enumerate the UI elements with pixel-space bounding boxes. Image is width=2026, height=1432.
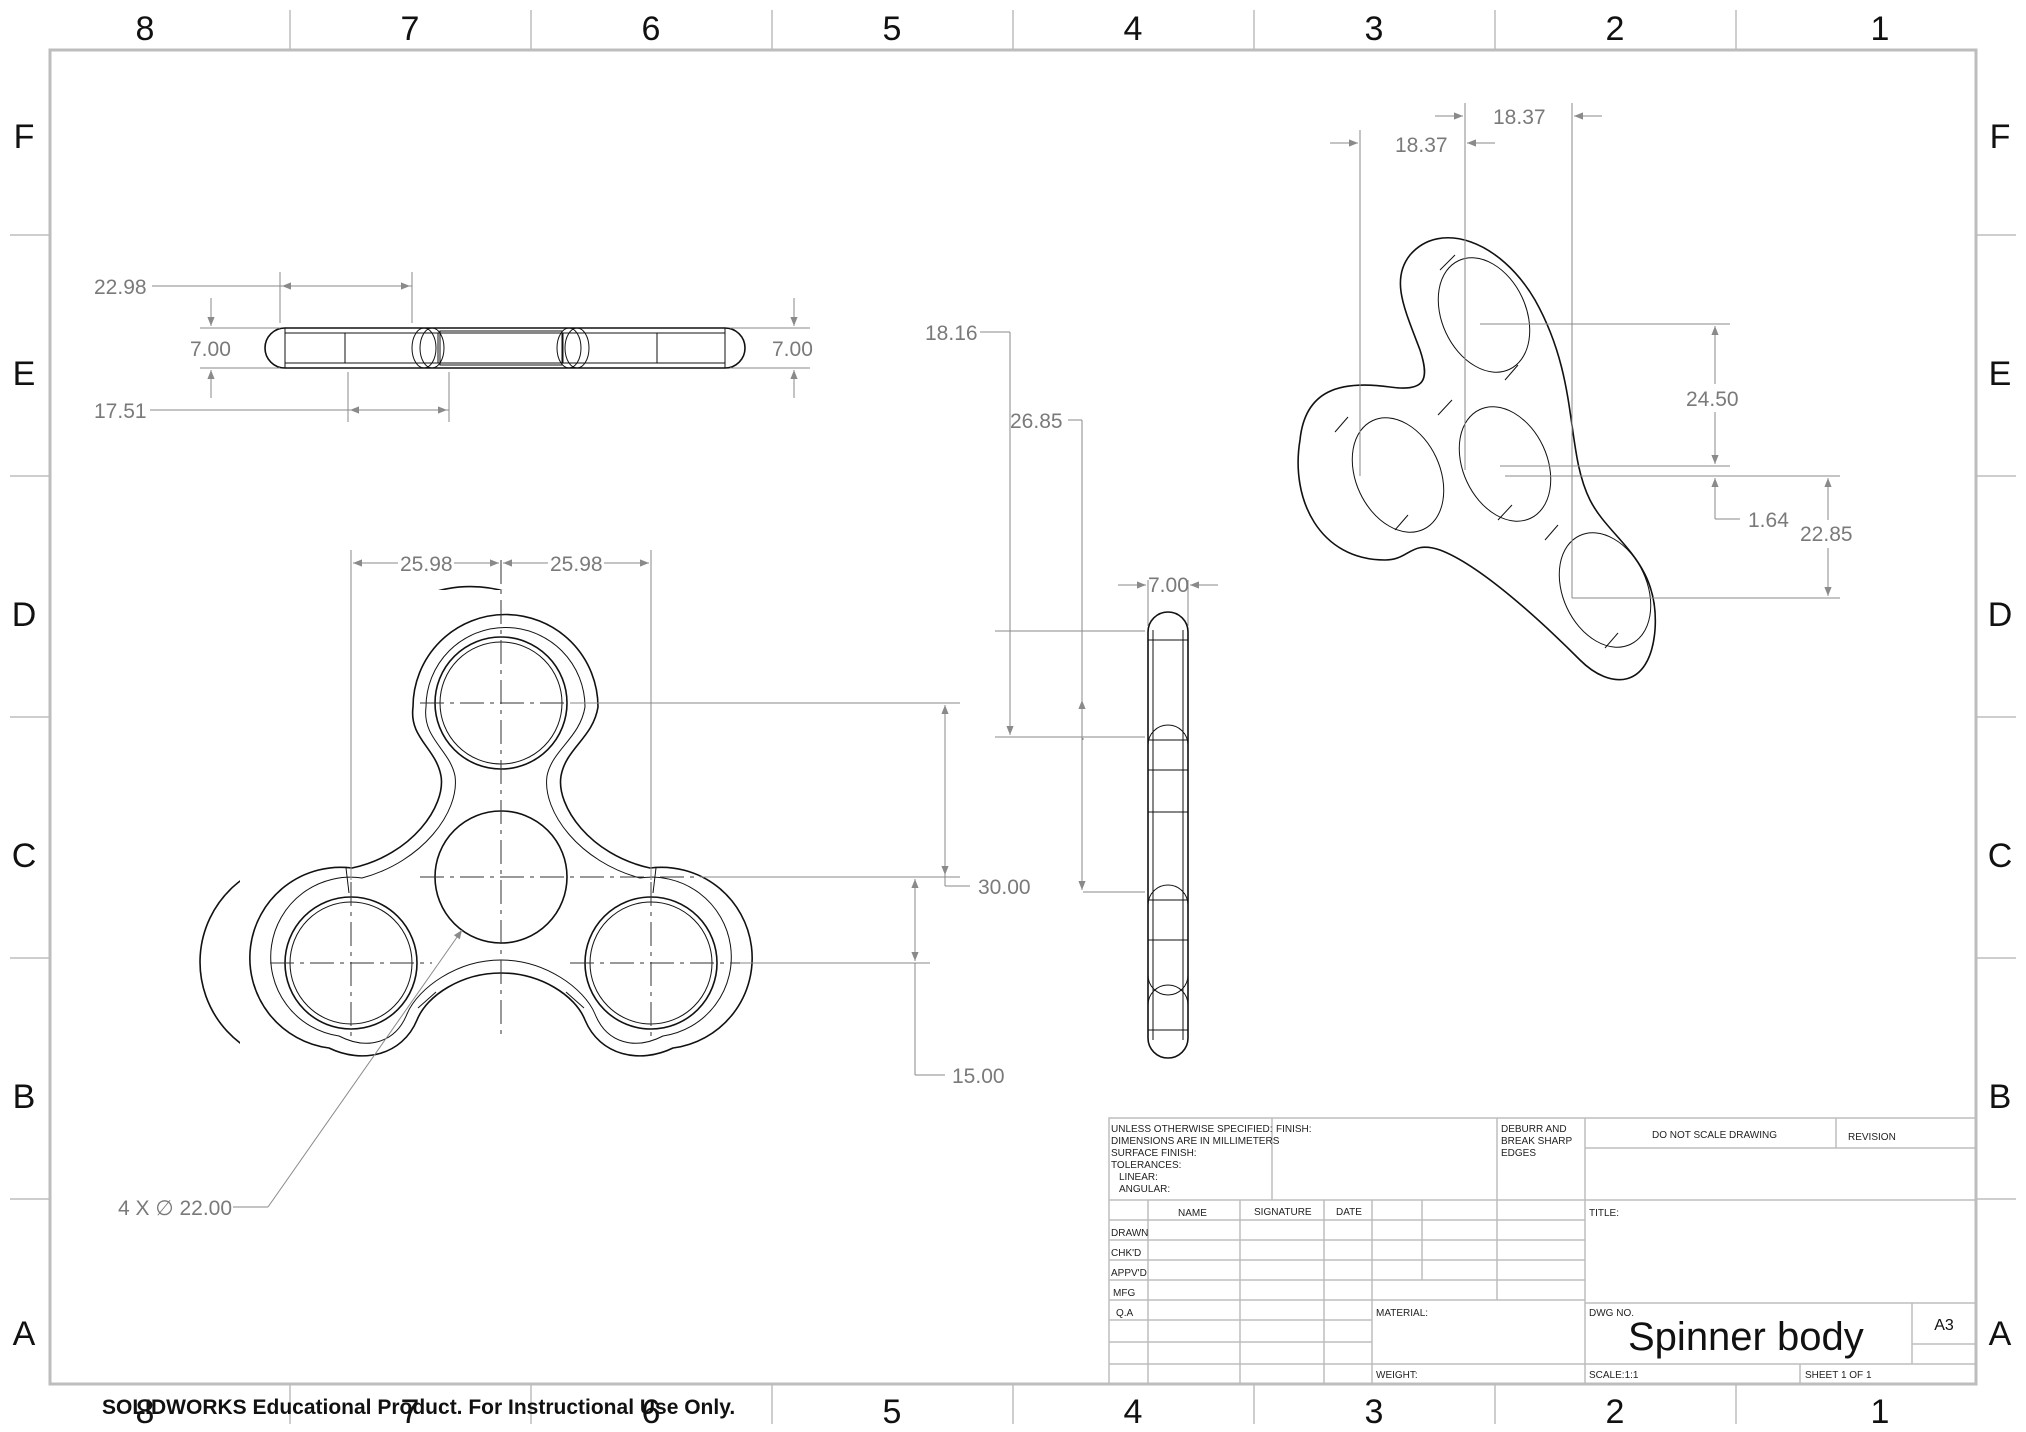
zone-col-5: 5 [883,10,902,48]
tb-unless-2: DIMENSIONS ARE IN MILLIMETERS [1111,1136,1280,1147]
dim-18-37-b: 18.37 [1493,106,1546,129]
sheet-border: 8 7 6 5 4 3 2 1 8 7 6 5 4 3 2 1 F E D C … [10,10,2016,1431]
zone-row-D: D [12,596,37,634]
side-view: 7.00 18.16 26.85 [925,322,1218,1059]
tb-unless-4: TOLERANCES: [1111,1160,1181,1171]
tb-deburr-3: EDGES [1501,1148,1536,1159]
zone-row-F-right: F [1990,118,2011,156]
dim-7-00-left: 7.00 [190,338,231,361]
tb-deburr-1: DEBURR AND [1501,1124,1567,1135]
zone-col-7-bottom: 7 [401,1393,420,1431]
tb-scale: SCALE:1:1 [1589,1370,1639,1381]
tb-weight: WEIGHT: [1376,1370,1418,1381]
spinner-front [249,560,753,1057]
zone-col-3-bottom: 3 [1365,1393,1384,1431]
tb-col-date: DATE [1336,1207,1362,1218]
zone-col-6-bottom: 6 [642,1393,661,1431]
zone-row-B-right: B [1989,1078,2012,1116]
zone-col-8: 8 [136,10,155,48]
tb-row-chkd: CHK'D [1111,1248,1141,1259]
top-view: 22.98 7.00 7.00 17.51 [94,272,813,423]
zone-row-C-right: C [1988,837,2013,875]
tb-unless-5: LINEAR: [1119,1172,1158,1183]
tb-row-mfg: MFG [1113,1288,1135,1299]
tb-dwg-no-label: DWG NO. [1589,1308,1634,1319]
dim-18-37-a: 18.37 [1395,134,1448,157]
zone-col-1-bottom: 1 [1871,1393,1890,1431]
dim-7-00-right: 7.00 [772,338,813,361]
zone-row-E-right: E [1989,355,2012,393]
tb-row-qa: Q.A [1116,1308,1134,1319]
dim-25-98-left: 25.98 [400,553,453,576]
front-view-holes [240,590,760,1070]
zone-col-4-bottom: 4 [1124,1393,1143,1431]
zone-col-6: 6 [642,10,661,48]
zone-col-1: 1 [1871,10,1890,48]
zone-row-D-right: D [1988,596,2013,634]
dim-15-00: 15.00 [952,1065,1005,1088]
hole-callout: 4 X ∅ 22.00 [118,1197,232,1220]
tb-do-not-scale: DO NOT SCALE DRAWING [1652,1130,1777,1141]
isometric-view: 18.37 18.37 24.50 1.64 22.85 [1297,103,1858,681]
zone-row-E: E [13,355,36,393]
dim-18-16: 18.16 [925,322,978,345]
dim-7-00-side: 7.00 [1148,574,1189,597]
tb-unless-1: UNLESS OTHERWISE SPECIFIED: [1111,1124,1273,1135]
zone-row-F: F [14,118,35,156]
zone-col-3: 3 [1365,10,1384,48]
dim-22-85: 22.85 [1800,523,1853,546]
tb-row-appvd: APPV'D [1111,1268,1147,1279]
tb-sheet: SHEET 1 OF 1 [1805,1370,1872,1381]
tb-material: MATERIAL: [1376,1308,1428,1319]
dim-30-00: 30.00 [978,876,1031,899]
zone-row-A-right: A [1989,1315,2012,1353]
zone-col-7: 7 [401,10,420,48]
watermark: SOLIDWORKS Educational Product. For Inst… [102,1396,736,1419]
dim-1-64: 1.64 [1748,509,1789,532]
tb-sheet-size: A3 [1934,1317,1954,1334]
tb-revision: REVISION [1848,1132,1896,1143]
tb-deburr-2: BREAK SHARP [1501,1136,1572,1147]
front-view-dims: 25.98 25.98 30.00 15.00 4 X ∅ 22.00 [118,550,1031,1220]
tb-finish: FINISH: [1276,1124,1312,1135]
tb-dwg-no: Spinner body [1628,1315,1864,1359]
zone-col-2: 2 [1606,10,1625,48]
dim-22-98: 22.98 [94,276,147,299]
dim-17-51: 17.51 [94,400,147,423]
dim-25-98-right: 25.98 [550,553,603,576]
tb-col-name: NAME [1178,1208,1207,1219]
zone-col-4: 4 [1124,10,1143,48]
zone-col-5-bottom: 5 [883,1393,902,1431]
zone-row-C: C [12,837,37,875]
zone-col-2-bottom: 2 [1606,1393,1625,1431]
tb-col-signature: SIGNATURE [1254,1207,1312,1218]
tb-row-drawn: DRAWN [1111,1228,1148,1239]
dim-26-85: 26.85 [1010,410,1063,433]
dim-24-50: 24.50 [1686,388,1739,411]
title-block: UNLESS OTHERWISE SPECIFIED: DIMENSIONS A… [1108,1117,1977,1385]
tb-title: TITLE: [1589,1208,1619,1219]
tb-unless-3: SURFACE FINISH: [1111,1148,1197,1159]
zone-row-B: B [13,1078,36,1116]
tb-unless-6: ANGULAR: [1119,1184,1170,1195]
zone-row-A: A [13,1315,36,1353]
zone-col-8-bottom: 8 [136,1393,155,1431]
